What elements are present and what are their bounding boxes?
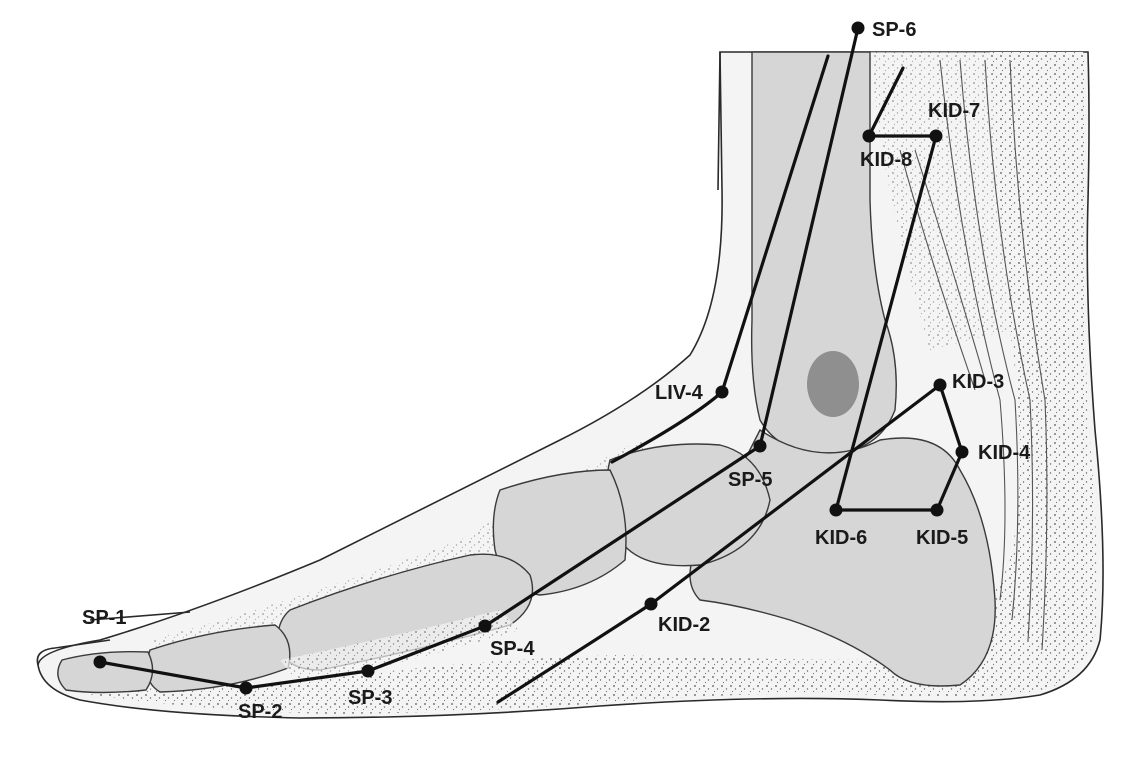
label-kid-4: KID-4 bbox=[978, 442, 1031, 464]
label-sp-4: SP-4 bbox=[490, 638, 535, 660]
label-kid-5: KID-5 bbox=[916, 527, 968, 549]
label-kid-2: KID-2 bbox=[658, 614, 710, 636]
cuneiform-bone bbox=[492, 469, 627, 596]
point-sp-1 bbox=[93, 655, 107, 669]
label-sp-1: SP-1 bbox=[82, 607, 126, 629]
point-kid-3 bbox=[933, 378, 947, 392]
point-sp-4 bbox=[478, 619, 492, 633]
point-kid-7 bbox=[929, 129, 943, 143]
label-kid-3: KID-3 bbox=[952, 371, 1004, 393]
label-sp-2: SP-2 bbox=[238, 701, 282, 723]
point-kid-5 bbox=[930, 503, 944, 517]
medial-malleolus bbox=[807, 351, 859, 417]
label-kid-7: KID-7 bbox=[928, 100, 980, 122]
point-kid-8 bbox=[862, 129, 876, 143]
label-kid-6: KID-6 bbox=[815, 527, 867, 549]
tibia-bone bbox=[750, 51, 897, 456]
point-kid-4 bbox=[955, 445, 969, 459]
bones bbox=[57, 51, 996, 694]
label-sp-6: SP-6 bbox=[872, 19, 916, 41]
label-sp-3: SP-3 bbox=[348, 687, 392, 709]
point-kid-6 bbox=[829, 503, 843, 517]
acupoints bbox=[93, 21, 969, 695]
point-kid-2 bbox=[644, 597, 658, 611]
point-sp-5 bbox=[753, 439, 767, 453]
point-sp-6 bbox=[851, 21, 865, 35]
point-labels: SP-1 SP-2 SP-3 SP-4 SP-5 SP-6 LIV-4 KID-… bbox=[82, 19, 1031, 723]
label-sp-5: SP-5 bbox=[728, 469, 772, 491]
point-liv-4 bbox=[715, 385, 729, 399]
kidney-meridian-line-lower bbox=[496, 383, 942, 704]
point-sp-2 bbox=[239, 681, 253, 695]
distal-phalanx bbox=[57, 650, 154, 694]
label-liv-4: LIV-4 bbox=[655, 382, 704, 404]
point-sp-3 bbox=[361, 664, 375, 678]
spleen-meridian-line bbox=[98, 26, 860, 690]
label-kid-8: KID-8 bbox=[860, 149, 912, 171]
